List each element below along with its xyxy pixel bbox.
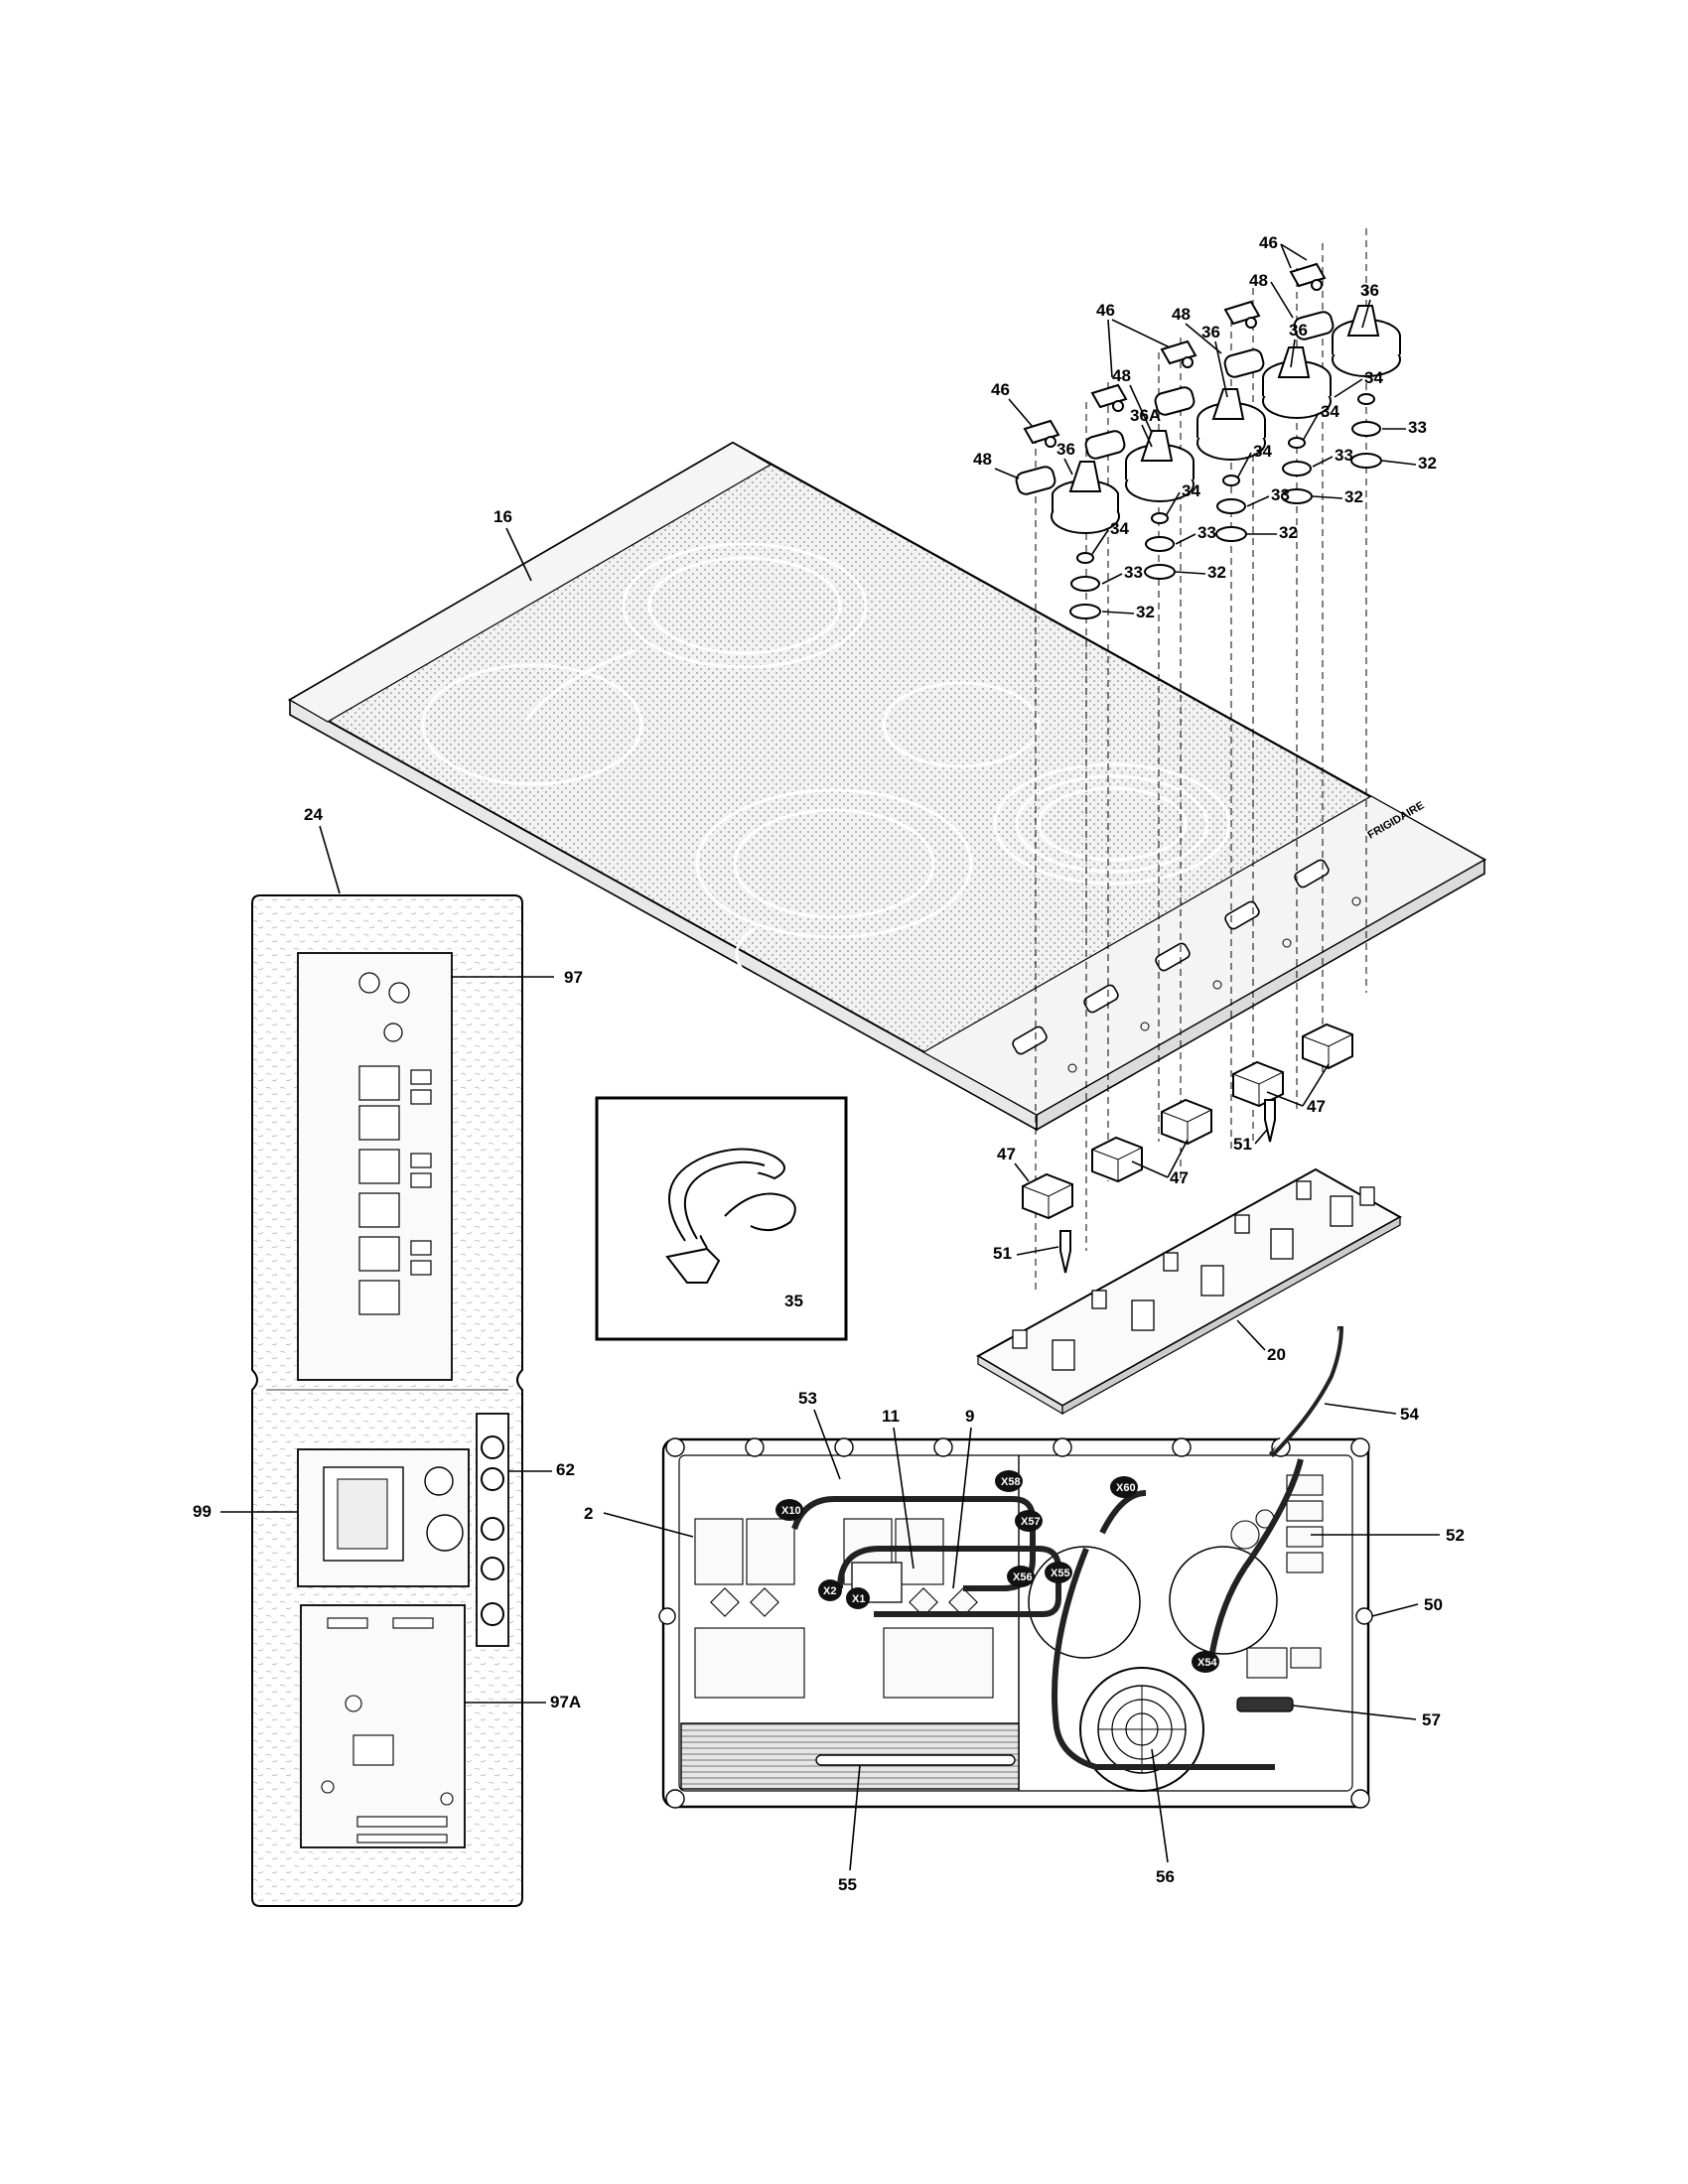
left-panel-24 xyxy=(251,894,523,1907)
callout-9: 9 xyxy=(965,1407,974,1426)
callout-51-right: 51 xyxy=(1233,1135,1252,1154)
callout-54: 54 xyxy=(1400,1405,1419,1424)
burner-rings xyxy=(421,542,1231,974)
callout-36A: 36A xyxy=(1130,406,1161,425)
detail-box-35: 35 xyxy=(595,1096,848,1341)
callout-36-top: 36 xyxy=(1360,281,1379,300)
callout-36-left: 36 xyxy=(1056,440,1075,459)
callout-34-4: 34 xyxy=(1182,481,1200,500)
connector-x55: X55 xyxy=(1045,1562,1072,1583)
svg-text:X55: X55 xyxy=(1051,1568,1070,1579)
connector-x2: X2 xyxy=(818,1579,842,1601)
callout-16: 16 xyxy=(493,507,512,526)
callout-33-3: 33 xyxy=(1271,485,1290,504)
control-board-97A xyxy=(300,1604,466,1848)
callout-32-3: 32 xyxy=(1279,523,1298,542)
callout-97A: 97A xyxy=(550,1693,581,1711)
svg-text:X10: X10 xyxy=(781,1505,801,1517)
callout-55: 55 xyxy=(838,1875,857,1894)
callout-33-4: 33 xyxy=(1197,523,1216,542)
callout-11: 11 xyxy=(882,1407,900,1426)
connector-x1: X1 xyxy=(846,1587,870,1609)
callout-32-1: 32 xyxy=(1418,454,1437,473)
knob-indicator-lights xyxy=(1023,262,1327,448)
callout-33-2: 33 xyxy=(1335,446,1353,465)
svg-text:X60: X60 xyxy=(1116,1482,1136,1494)
callout-36-2: 36 xyxy=(1289,321,1308,340)
glass-cooktop: FRIGIDAIRE xyxy=(287,441,1487,1132)
callout-32-2: 32 xyxy=(1344,487,1363,506)
control-knob-3 xyxy=(1196,388,1266,542)
callout-52: 52 xyxy=(1446,1526,1465,1545)
callout-46-mid: 46 xyxy=(1096,301,1115,320)
callout-57: 57 xyxy=(1422,1710,1441,1729)
switch-board xyxy=(975,1167,1403,1416)
connector-x56: X56 xyxy=(1007,1566,1035,1587)
callout-34-5: 34 xyxy=(1110,519,1129,538)
callout-24: 24 xyxy=(304,805,323,824)
power-board-52 xyxy=(1230,1474,1324,1679)
connector-x57: X57 xyxy=(1015,1510,1043,1532)
callout-34-2: 34 xyxy=(1321,402,1339,421)
callout-20: 20 xyxy=(1267,1345,1286,1364)
callout-47-right: 47 xyxy=(1307,1097,1326,1116)
callout-34-1: 34 xyxy=(1364,368,1383,387)
callout-53: 53 xyxy=(798,1389,817,1408)
connector-x58: X58 xyxy=(995,1470,1023,1492)
screws xyxy=(1059,1099,1276,1274)
callout-62: 62 xyxy=(556,1460,575,1479)
connector-x60: X60 xyxy=(1110,1476,1138,1498)
svg-text:X1: X1 xyxy=(852,1593,865,1605)
terminal-block-62 xyxy=(476,1413,509,1647)
cooling-fan-56 xyxy=(1079,1667,1204,1792)
callout-51-left: 51 xyxy=(993,1244,1012,1263)
callout-47-left: 47 xyxy=(997,1145,1016,1163)
callout-33-1: 33 xyxy=(1408,418,1427,437)
connector-x54: X54 xyxy=(1192,1651,1219,1673)
callout-46-left: 46 xyxy=(991,380,1010,399)
svg-text:X2: X2 xyxy=(823,1585,836,1597)
svg-text:X57: X57 xyxy=(1021,1516,1041,1528)
control-knob-1 xyxy=(1051,461,1120,619)
callout-2: 2 xyxy=(584,1504,593,1523)
chassis-callouts: 54 53 11 9 2 52 50 57 55 56 xyxy=(584,1389,1465,1894)
knob-cutouts xyxy=(1012,859,1330,1055)
svg-text:X54: X54 xyxy=(1197,1657,1217,1669)
main-power-board-2 xyxy=(694,1518,994,1699)
knob-stacks xyxy=(1015,228,1401,1291)
power-board-99 xyxy=(297,1448,470,1587)
callout-48-top: 48 xyxy=(1249,271,1268,290)
callout-36-3: 36 xyxy=(1201,323,1220,341)
callout-34-3: 34 xyxy=(1253,442,1272,461)
callout-48-3: 48 xyxy=(1112,366,1131,385)
infinite-switches xyxy=(1022,1023,1353,1220)
callout-35: 35 xyxy=(784,1292,803,1310)
callout-48-2: 48 xyxy=(1172,305,1191,324)
callout-33-5: 33 xyxy=(1124,563,1143,582)
callout-99: 99 xyxy=(193,1502,211,1521)
svg-text:X56: X56 xyxy=(1013,1571,1033,1583)
connector-x10: X10 xyxy=(775,1499,803,1521)
knob-gaskets xyxy=(1015,311,1335,495)
callout-48-left: 48 xyxy=(973,450,992,469)
callout-56: 56 xyxy=(1156,1867,1175,1886)
callout-46-top: 46 xyxy=(1259,233,1278,252)
svg-text:X58: X58 xyxy=(1001,1476,1021,1488)
connector-labels: X10 X2 X1 X58 X57 X56 X55 X60 X54 xyxy=(775,1470,1219,1673)
callout-32-5: 32 xyxy=(1136,603,1155,621)
callout-97: 97 xyxy=(564,968,583,987)
knob-callouts: 46 48 36 36 46 48 36 48 36A 46 48 36 34 … xyxy=(973,233,1437,621)
control-knob-5 xyxy=(1332,305,1401,469)
control-knob-4 xyxy=(1262,346,1332,504)
callout-32-4: 32 xyxy=(1207,563,1226,582)
indicator-symbols xyxy=(1067,896,1361,1073)
callout-47-mid: 47 xyxy=(1170,1168,1189,1187)
callout-50: 50 xyxy=(1424,1595,1443,1614)
control-board-97 xyxy=(297,952,453,1381)
control-knob-36A xyxy=(1125,430,1195,580)
